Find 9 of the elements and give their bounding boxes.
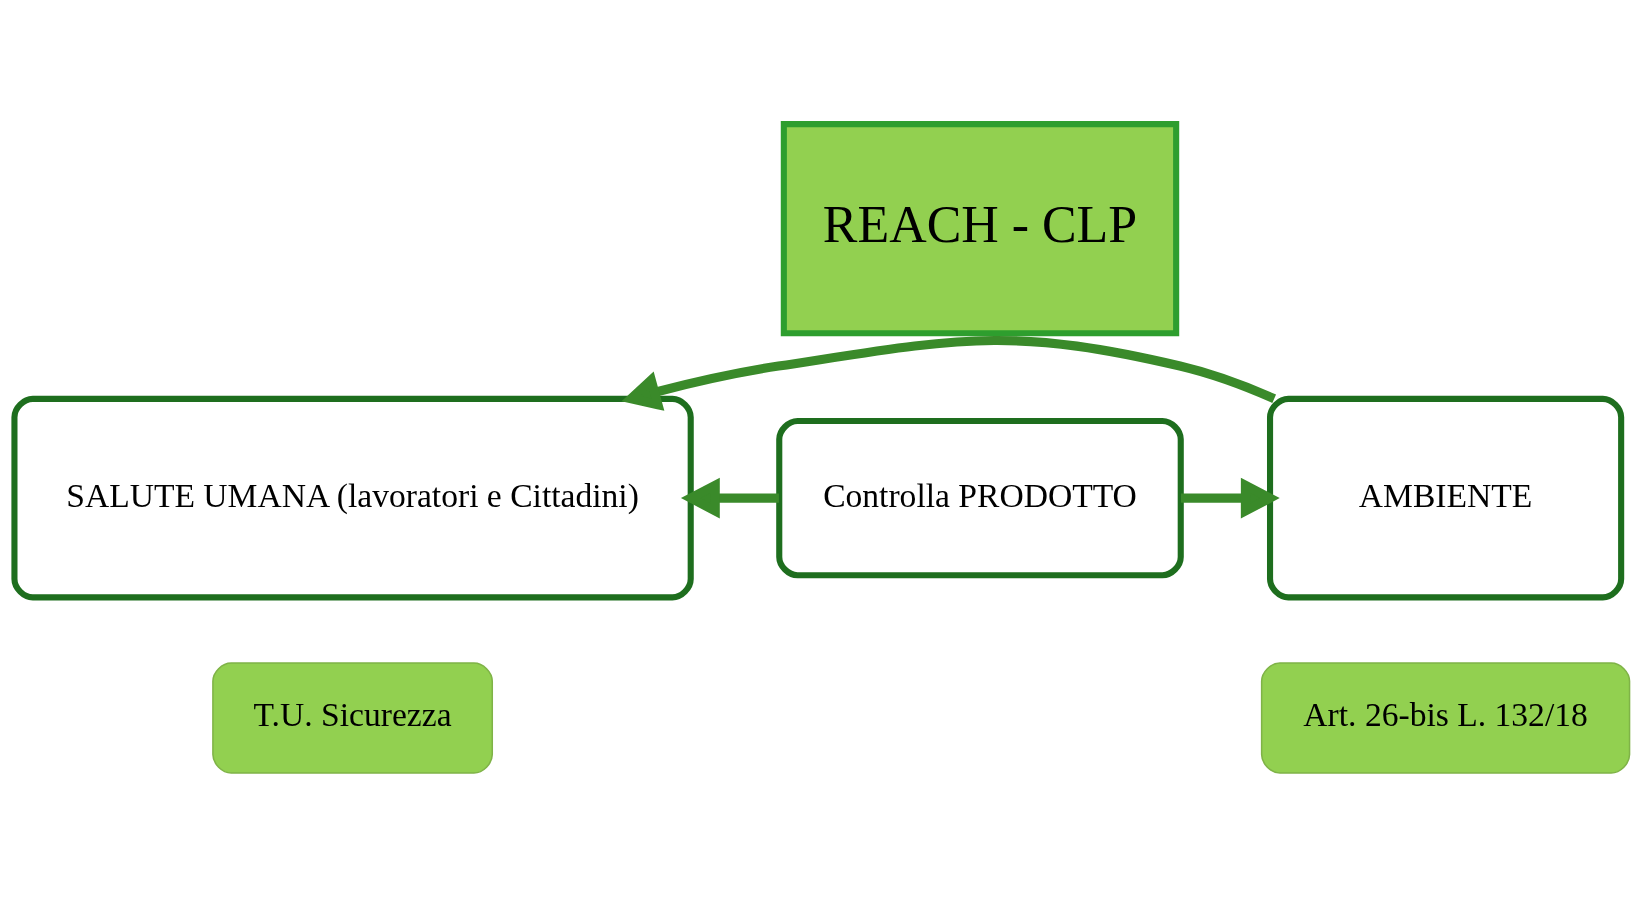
node-box: SALUTE UMANA (lavoratori e Cittadini) — [11, 395, 694, 601]
node-box: T.U. Sicurezza — [212, 662, 494, 774]
arrow — [680, 477, 779, 519]
arrow — [1180, 477, 1280, 519]
node-box: AMBIENTE — [1267, 395, 1625, 601]
node-box: Controlla PRODOTTO — [776, 417, 1184, 579]
node-box: REACH - CLP — [780, 121, 1180, 337]
arrow — [621, 336, 1276, 411]
node-box: Art. 26-bis L. 132/18 — [1260, 662, 1631, 774]
